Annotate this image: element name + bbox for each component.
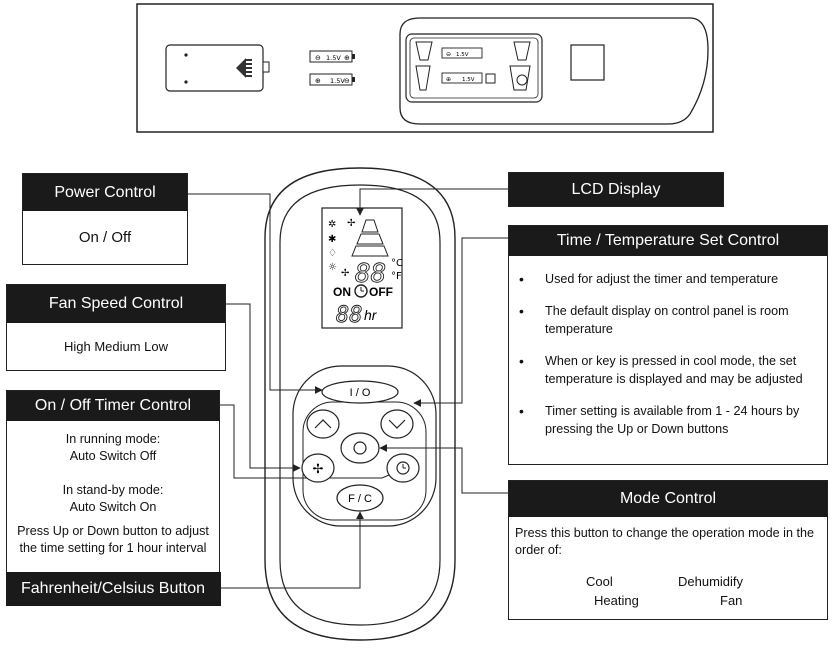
mode-dehumidify: Dehumidify (678, 574, 744, 589)
battery-label: 1.5V (330, 77, 345, 85)
timer-standby-value: Auto Switch On (69, 500, 157, 514)
svg-text:⊖: ⊖ (344, 77, 350, 85)
heat-icon: ✱ (328, 234, 336, 245)
up-button (306, 409, 340, 439)
fan-speed-title: Fan Speed Control (7, 285, 225, 323)
celsius-mark: °C (391, 258, 403, 269)
connector-lines (188, 188, 508, 589)
power-button-label: I / O (350, 387, 371, 399)
fc-button-label: F / C (348, 493, 372, 505)
lcd-on: ON (333, 285, 351, 299)
lcd-off: OFF (369, 285, 393, 299)
mode-button (340, 432, 380, 464)
battery-label: 1.5V (462, 77, 475, 83)
chevron-up-icon (314, 419, 332, 429)
time-temp-bullet: Timer setting is available from 1 - 24 h… (515, 402, 817, 438)
mode-fan: Fan (720, 593, 743, 608)
sun-icon: ☼ (328, 262, 337, 273)
remote-buttons: I / O ✢ F / C (301, 380, 420, 512)
fahrenheit-mark: °F (391, 271, 402, 282)
mode-heating: Heating (594, 593, 639, 608)
timer-box: On / Off Timer Control In running mode: … (5, 390, 221, 606)
timer-digits: 88 (336, 303, 363, 328)
svg-text:⊖: ⊖ (315, 54, 321, 62)
battery-cover (165, 44, 270, 92)
time-temp-bullet: When or key is pressed in cool mode, the… (515, 352, 817, 388)
svg-text:⊕: ⊕ (344, 54, 350, 62)
power-control-body: On / Off (78, 228, 132, 246)
time-temp-box: Time / Temperature Set Control Used for … (508, 225, 828, 465)
time-temp-title: Time / Temperature Set Control (509, 226, 827, 256)
power-control-title: Power Control (23, 174, 187, 211)
fc-button (336, 484, 384, 512)
mode-control-title: Mode Control (509, 481, 827, 517)
timer-running-label: In running mode: (65, 432, 161, 446)
svg-text:⊕: ⊕ (446, 76, 451, 83)
power-control-box: Power Control On / Off (22, 173, 188, 265)
battery-pair: ⊖ 1.5V ⊕ ⊕ 1.5V ⊖ (309, 50, 355, 86)
lcd-display-title: LCD Display (508, 172, 724, 207)
power-button (321, 380, 399, 404)
temperature-digits: 88 (355, 259, 386, 289)
fan-speed-body: High Medium Low (63, 338, 169, 354)
down-button (380, 409, 414, 439)
remote-back: ⊖ 1.5V ⊕ 1.5V (399, 17, 709, 125)
time-temp-bullet: Used for adjust the timer and temperatur… (515, 270, 817, 288)
cool-icon: ✲ (328, 219, 336, 230)
timer-title: On / Off Timer Control (7, 391, 219, 421)
timer-clock-icon (354, 284, 368, 298)
fc-button-title: Fahrenheit/Celsius Button (5, 571, 221, 606)
mode-control-box: Mode Control Press this button to change… (508, 480, 828, 620)
mode-control-body: Press this button to change the operatio… (515, 526, 814, 557)
fan-speed-box: Fan Speed Control High Medium Low (6, 284, 226, 371)
fan-button-icon: ✢ (313, 462, 324, 477)
clock-icon (396, 461, 410, 475)
timer-running-value: Auto Switch Off (69, 449, 157, 463)
lcd-hr: hr (364, 307, 378, 323)
timer-note: Press Up or Down button to adjust the ti… (17, 524, 209, 555)
dehumidify-icon: ♢ (328, 248, 337, 259)
fan-icon: ✢ (347, 218, 355, 229)
time-temp-bullet: The default display on control panel is … (515, 302, 817, 338)
time-temp-bullets: Used for adjust the timer and temperatur… (509, 256, 827, 438)
chevron-down-icon (388, 419, 406, 429)
battery-label: 1.5V (456, 52, 469, 58)
mode-icon (353, 441, 367, 455)
battery-label: 1.5V (326, 54, 341, 62)
fan-button (301, 453, 335, 483)
mode-cool: Cool (586, 574, 613, 589)
timer-standby-label: In stand-by mode: (62, 483, 164, 497)
svg-text:⊕: ⊕ (315, 77, 321, 85)
fan-small-icon: ✢ (341, 268, 349, 279)
battery-installation-panel: ⊖ 1.5V ⊕ ⊕ 1.5V ⊖ ⊖ 1.5V ⊕ 1.5V (136, 3, 714, 133)
svg-text:⊖: ⊖ (446, 51, 451, 58)
fan-speed-bars (351, 219, 389, 257)
